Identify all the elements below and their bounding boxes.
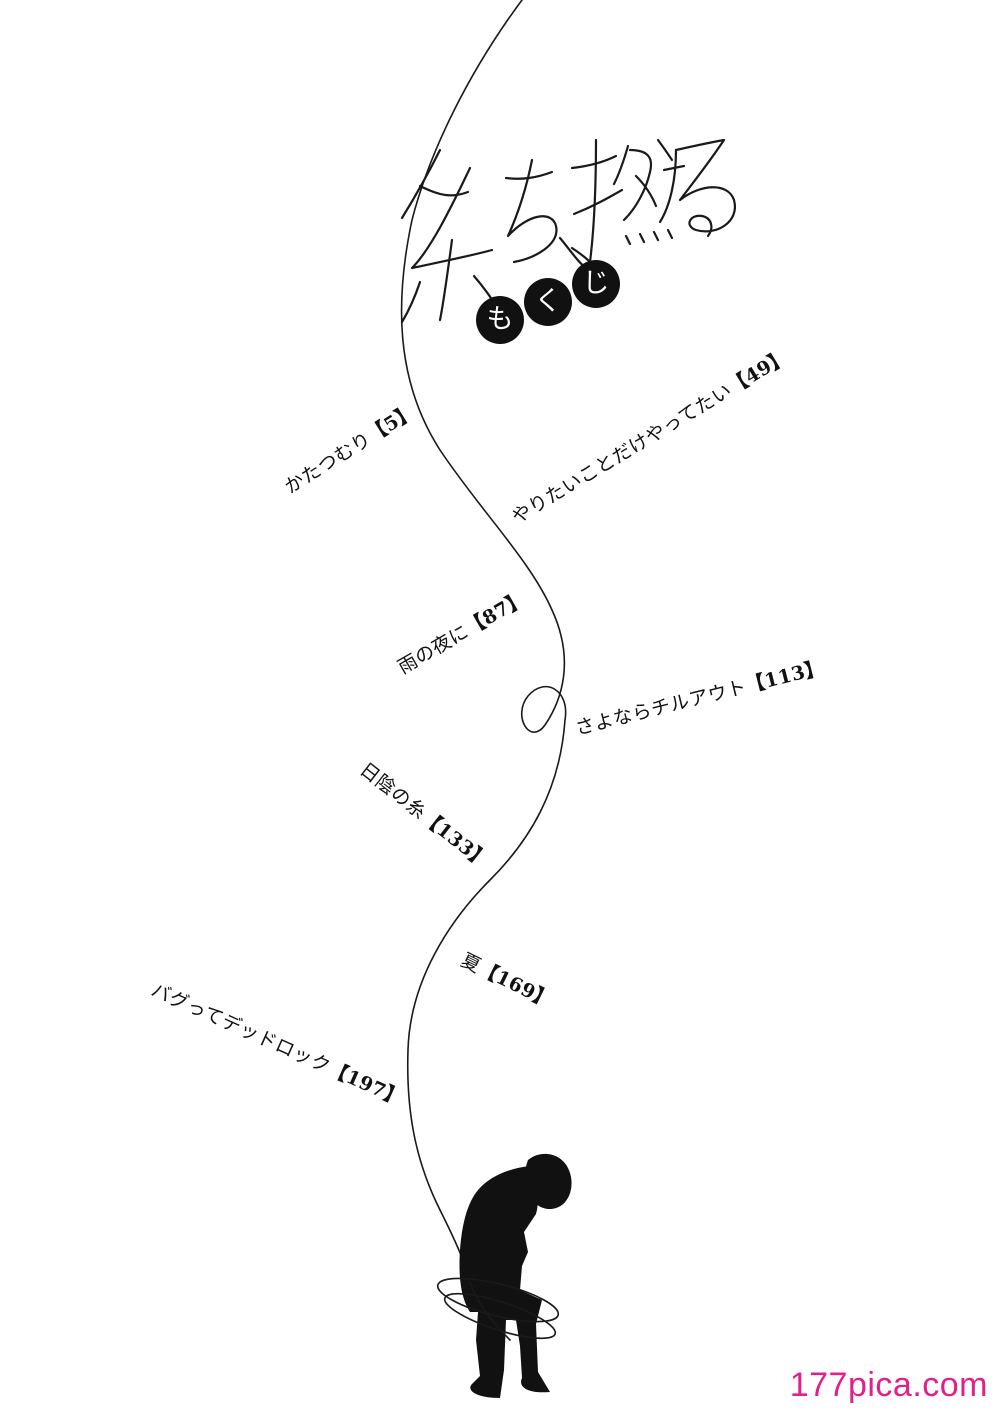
site-watermark: 177pica.com: [789, 1366, 988, 1404]
mokuji-char-mo: も: [476, 296, 524, 344]
bowing-figure-silhouette: [459, 1153, 572, 1398]
mokuji-char-ji: じ: [572, 260, 620, 308]
mokuji-char-ku: く: [524, 278, 572, 326]
thread-line: [400, 0, 567, 1283]
handwritten-title-logo: [400, 138, 737, 324]
thread-loops: [436, 1277, 560, 1341]
mokuji-badge: も く じ: [472, 256, 632, 348]
